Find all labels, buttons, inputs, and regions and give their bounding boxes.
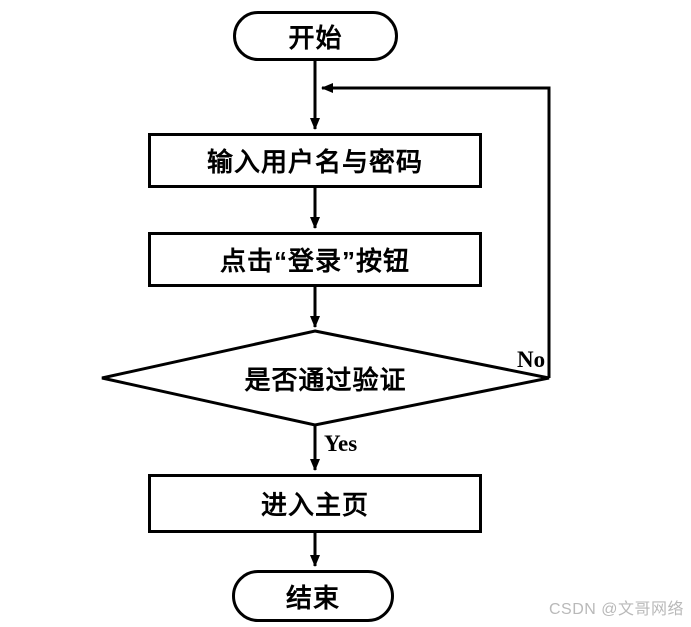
node-decision-verify-label: 是否通过验证 bbox=[244, 364, 407, 395]
node-start-label: 开始 bbox=[288, 22, 343, 53]
csdn-watermark: CSDN @文哥网络 bbox=[548, 601, 684, 618]
node-end-label: 结束 bbox=[285, 582, 340, 613]
node-decision-verify: 是否通过验证 bbox=[102, 332, 549, 424]
node-enter-home-process: 进入主页 bbox=[148, 474, 482, 533]
node-click-login-label: 点击“登录”按钮 bbox=[219, 246, 410, 276]
edge-label-yes: Yes bbox=[324, 431, 358, 456]
node-start-terminator: 开始 bbox=[233, 11, 398, 61]
node-enter-home-label: 进入主页 bbox=[260, 490, 369, 520]
node-end-terminator: 结束 bbox=[232, 570, 394, 622]
node-click-login-process: 点击“登录”按钮 bbox=[148, 232, 482, 287]
decision-diamond-shape bbox=[101, 329, 550, 427]
edge-label-no: No bbox=[517, 347, 546, 372]
node-input-credentials-label: 输入用户名与密码 bbox=[206, 147, 423, 177]
node-input-credentials-process: 输入用户名与密码 bbox=[148, 133, 482, 188]
edge-no-feedback bbox=[321, 83, 551, 378]
